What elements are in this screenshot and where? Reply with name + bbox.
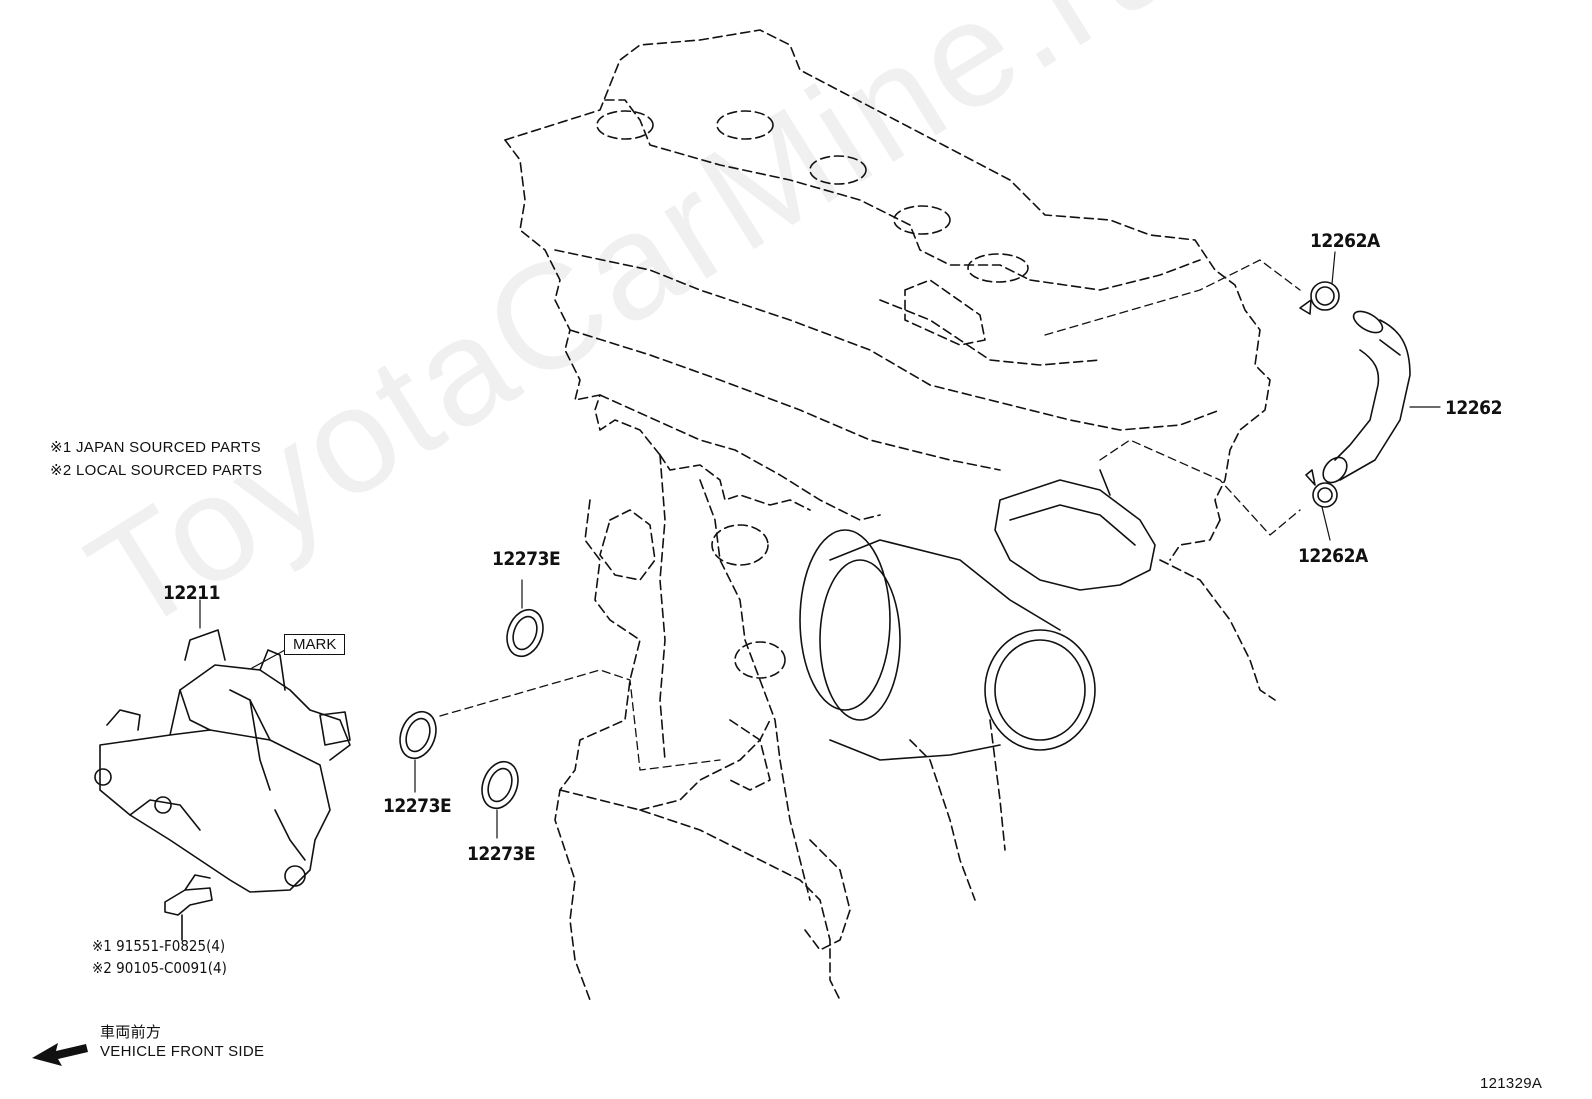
label-hose: 12262 [1445, 397, 1502, 419]
clamp-bottom-drawing [1305, 469, 1338, 508]
label-clamp-bottom: 12262A [1298, 545, 1368, 567]
assembly-lines [439, 259, 1301, 771]
direction-japanese: 車両前方 [100, 1024, 162, 1041]
label-gasket-upper: 12273E [492, 548, 561, 570]
label-separator: 12211 [163, 582, 220, 604]
front-arrow-icon [32, 1043, 88, 1066]
engine-block-outline [504, 29, 1276, 1001]
figure-id: 121329A [1480, 1075, 1543, 1092]
mark-label: MARK [284, 634, 346, 655]
leader-lines [199, 251, 1441, 839]
note-local: ※2 LOCAL SOURCED PARTS [50, 462, 263, 479]
bolt-code-japan: ※1 91551-F0825(4) [92, 937, 226, 955]
bolt-code-local: ※2 90105-C0091(4) [92, 959, 227, 977]
clamp-top-drawing [1299, 281, 1340, 315]
gaskets-drawing [399, 608, 544, 810]
direction-english: VEHICLE FRONT SIDE [100, 1043, 265, 1060]
label-gasket-lower: 12273E [467, 843, 536, 865]
note-japan: ※1 JAPAN SOURCED PARTS [50, 439, 261, 456]
bolt-drawing [164, 874, 213, 941]
air-inlet-solid [799, 469, 1156, 761]
separator-12211-drawing [94, 629, 351, 893]
hose-12262-drawing [1322, 310, 1411, 484]
label-clamp-top: 12262A [1310, 230, 1380, 252]
label-gasket-mid: 12273E [383, 795, 452, 817]
